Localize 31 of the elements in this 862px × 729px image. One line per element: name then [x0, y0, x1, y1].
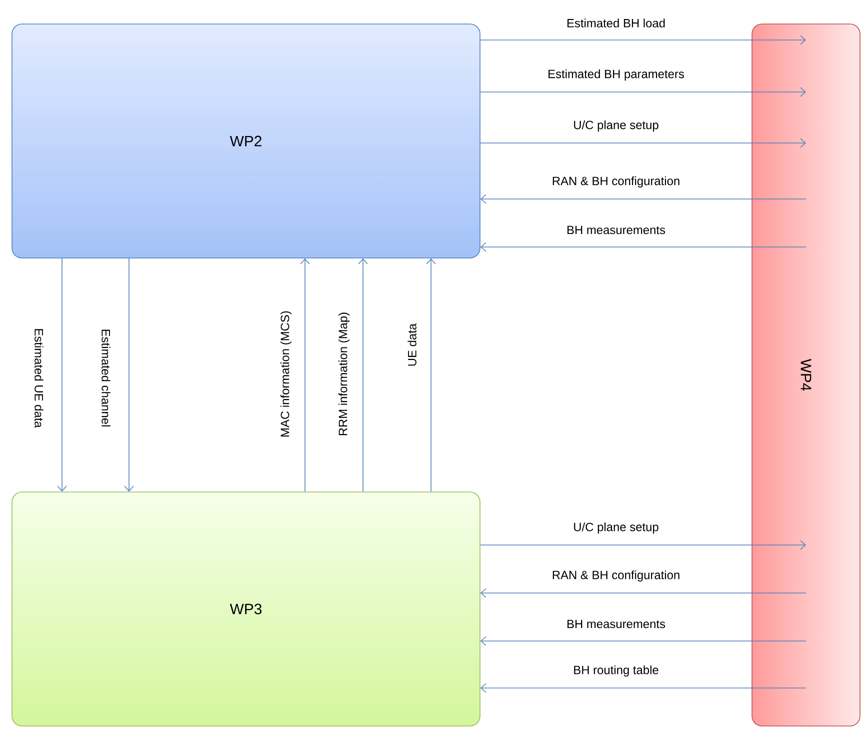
edge-label: RAN & BH configuration: [550, 569, 682, 583]
arrow: [57, 258, 67, 492]
arrow: [480, 138, 806, 148]
edge-label: MAC information (MCS): [279, 310, 293, 438]
edge-label: BH measurements: [566, 618, 666, 630]
arrow: [300, 258, 310, 492]
arrow: [480, 194, 806, 204]
arrow: [480, 636, 806, 646]
arrow: [480, 683, 806, 693]
edge-label: Estimated UE data: [34, 327, 44, 429]
edge-label: Estimated BH load: [566, 18, 666, 28]
arrow: [480, 540, 806, 550]
arrow: [480, 588, 806, 598]
process-box: WP3: [12, 492, 480, 726]
process-box: WP2: [12, 24, 480, 258]
arrow: [358, 258, 368, 492]
edge-label: BH routing table: [572, 664, 660, 678]
edge-label: U/C plane setup: [572, 119, 660, 133]
edge-label: Estimated BH parameters: [546, 68, 686, 82]
edge-label: BH measurements: [566, 224, 666, 236]
edge-label: UE data: [406, 322, 418, 368]
edge-label: Estimated channel: [100, 328, 112, 428]
arrow: [480, 242, 806, 252]
arrow: [480, 87, 806, 97]
edge-label: RAN & BH configuration: [550, 175, 682, 189]
process-box: WP4: [752, 24, 860, 726]
edge-label: RRM information (Map): [337, 310, 351, 438]
arrow: [426, 258, 436, 492]
edge-label: U/C plane setup: [572, 521, 660, 535]
arrow: [480, 35, 806, 45]
arrow: [124, 258, 134, 492]
